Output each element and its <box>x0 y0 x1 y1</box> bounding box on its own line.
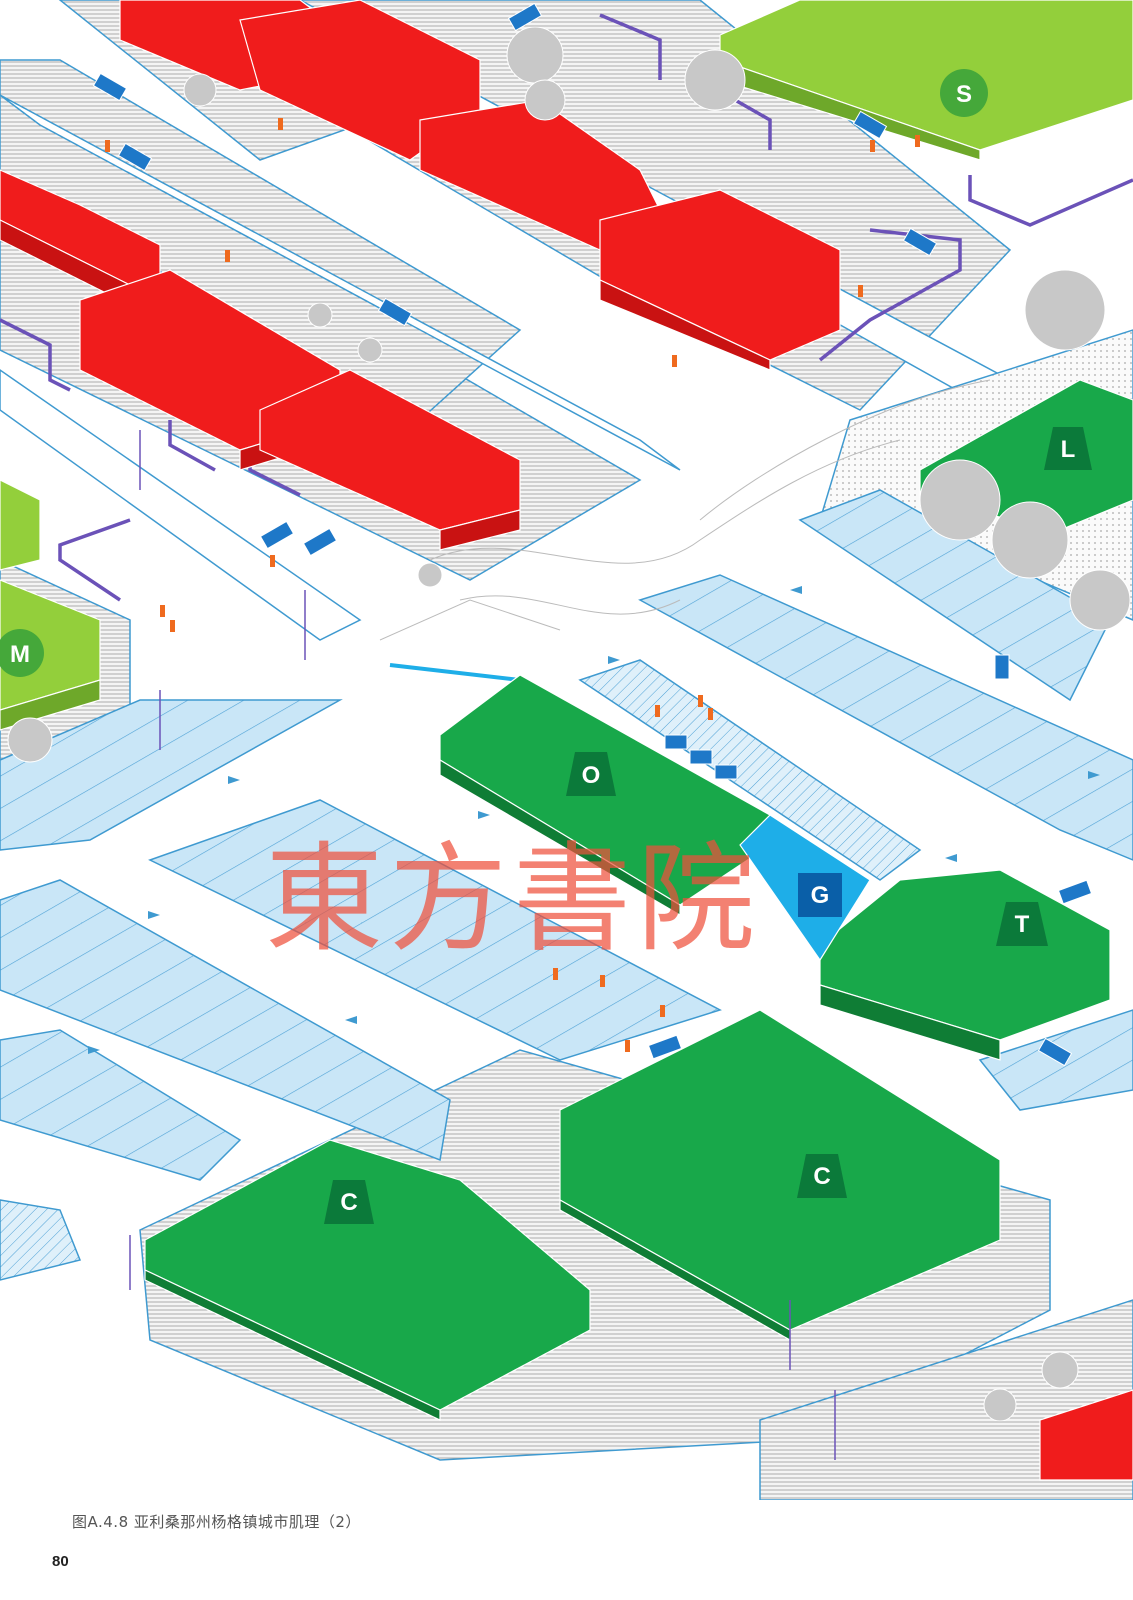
watermark-text: 東方書院 <box>265 830 762 968</box>
label-l-text: L <box>1061 436 1076 463</box>
isometric-urban-fabric-map: S M L O G T C C <box>0 0 1133 1500</box>
label-o: O <box>566 752 616 796</box>
label-g: G <box>798 873 842 917</box>
canal <box>389 663 521 682</box>
fences <box>0 13 1133 602</box>
people <box>105 118 920 1052</box>
figure-caption: 图A.4.8 亚利桑那州杨格镇城市肌理（2） <box>72 1513 361 1531</box>
page-number: 80 <box>52 1553 69 1570</box>
label-l: L <box>1044 427 1092 470</box>
label-m: M <box>0 629 44 677</box>
label-c-west: C <box>324 1180 374 1224</box>
residential-buildings <box>0 0 1133 1481</box>
cars <box>92 2 1093 1067</box>
label-t-text: T <box>1015 911 1030 938</box>
label-t: T <box>996 902 1048 946</box>
street-lights <box>129 430 836 1460</box>
label-s: S <box>940 69 988 117</box>
label-g-text: G <box>811 882 830 909</box>
label-o-text: O <box>582 762 601 789</box>
label-c-west-text: C <box>340 1189 357 1216</box>
parking-areas <box>0 489 1133 1281</box>
traffic-arrows <box>88 586 1100 1054</box>
label-m-text: M <box>10 641 30 668</box>
plaza <box>379 379 991 641</box>
trees <box>7 26 1131 1422</box>
label-c-east-text: C <box>813 1163 830 1190</box>
label-c-east: C <box>797 1154 847 1198</box>
label-s-text: S <box>956 81 972 108</box>
